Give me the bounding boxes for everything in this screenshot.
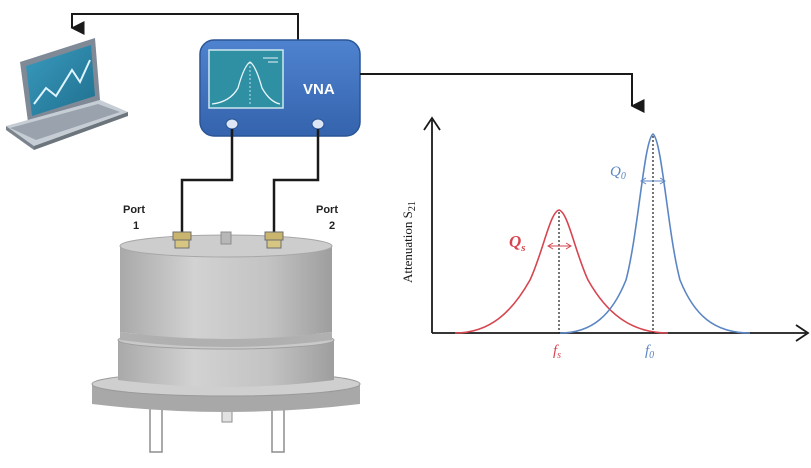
empty-bandwidth-arrowhead-left bbox=[640, 177, 647, 185]
empty-q-subscript: 0 bbox=[621, 171, 626, 182]
x-axis-arrowhead bbox=[795, 324, 810, 342]
vna-icon bbox=[199, 39, 361, 137]
cable-port-2 bbox=[272, 129, 320, 232]
empty-bandwidth-arrowhead-right bbox=[659, 177, 666, 185]
empty-q-symbol: Q bbox=[610, 164, 621, 180]
empty-frequency-label: f0 bbox=[645, 343, 654, 361]
empty-f-subscript: 0 bbox=[649, 350, 654, 361]
sample-q-subscript: s bbox=[520, 242, 525, 254]
graph-connection-arrow bbox=[360, 73, 645, 113]
port-1-number: 1 bbox=[133, 220, 139, 232]
laptop-icon bbox=[6, 38, 128, 150]
y-axis-label: Attenuation S21 bbox=[400, 201, 418, 283]
empty-f-symbol: f bbox=[645, 343, 651, 359]
port-1-label: Port bbox=[123, 204, 145, 216]
sample-resonance-curve bbox=[454, 209, 669, 334]
port-2-label: Port bbox=[316, 204, 338, 216]
cavity-resonator bbox=[91, 231, 361, 453]
sample-f-subscript: s bbox=[557, 350, 561, 361]
y-axis-label-main: Attenuation S bbox=[400, 211, 415, 283]
empty-q-label: Q0 bbox=[610, 164, 626, 182]
sample-bandwidth-arrowhead-left bbox=[547, 242, 554, 250]
resonance-graph bbox=[423, 116, 810, 342]
sample-f-symbol: f bbox=[553, 343, 559, 359]
cable-port-1 bbox=[180, 129, 234, 232]
y-axis-arrowhead bbox=[423, 116, 441, 131]
sample-q-symbol: Q bbox=[509, 232, 521, 251]
sample-frequency-label: fs bbox=[553, 343, 561, 361]
sample-q-label: Qs bbox=[509, 232, 526, 254]
y-axis-label-subscript: 21 bbox=[407, 201, 418, 211]
laptop-connection-arrow bbox=[70, 13, 299, 40]
sample-bandwidth-arrowhead-right bbox=[565, 242, 572, 250]
port-2-number: 2 bbox=[329, 220, 335, 232]
vna-label: VNA bbox=[303, 81, 335, 98]
empty-resonance-curve bbox=[559, 133, 751, 334]
